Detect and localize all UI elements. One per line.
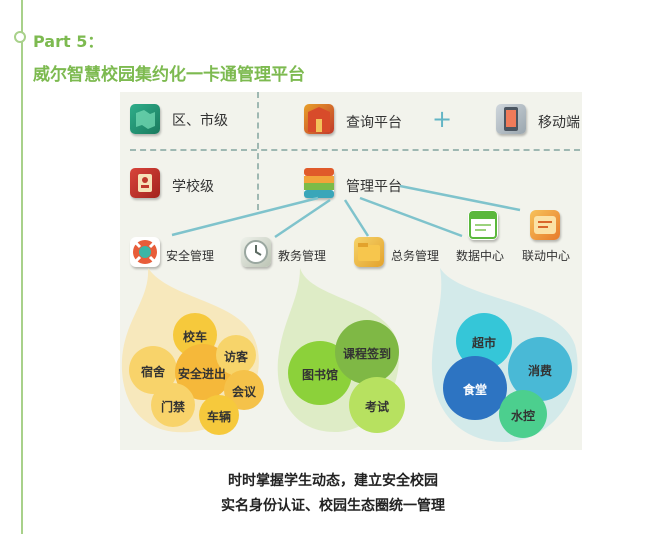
bubble-course-checkin — [335, 320, 399, 384]
module-data-center-label: 数据中心 — [456, 249, 505, 263]
data-board-icon — [468, 210, 498, 240]
bubble-label-course-checkin: 课程签到 — [343, 347, 392, 361]
bubble-visitor — [216, 335, 256, 375]
bubble-vehicle — [199, 395, 239, 435]
plus-sign: + — [432, 105, 453, 133]
bubble-label-school-bus: 校车 — [183, 330, 208, 344]
building-icon — [304, 104, 334, 134]
management-platform-label: 管理平台 — [346, 179, 402, 195]
bubble-meeting — [224, 370, 264, 410]
id-card-icon — [130, 168, 160, 198]
clock-icon — [241, 237, 271, 267]
bubble-canteen — [443, 356, 507, 420]
bubble-label-exam: 考试 — [365, 400, 390, 414]
left-rail — [21, 0, 23, 534]
module-academic-label: 教务管理 — [278, 249, 327, 263]
caption-line-2: 实名身份认证、校园生态圈统一管理 — [221, 498, 445, 514]
bubble-dormitory — [129, 346, 177, 394]
school-level-label: 学校级 — [172, 179, 214, 195]
map-icon — [130, 104, 160, 134]
bubble-label-supermarket: 超市 — [472, 336, 497, 350]
module-general-label: 总务管理 — [391, 249, 440, 263]
vertical-divider — [257, 92, 259, 210]
folder-icon — [354, 237, 384, 267]
module-safety-label: 安全管理 — [166, 249, 215, 263]
bubble-label-water-control: 水控 — [511, 409, 536, 423]
mobile-icon — [496, 104, 526, 134]
bubble-exam — [349, 377, 405, 433]
query-platform-label: 查询平台 — [346, 115, 402, 131]
bubble-label-library: 图书馆 — [302, 368, 339, 382]
lifebuoy-icon — [130, 237, 160, 267]
district-level-label: 区、市级 — [172, 113, 228, 129]
part-label: Part 5： — [33, 32, 104, 51]
stack-icon — [304, 168, 334, 198]
bubble-water-control — [499, 390, 547, 438]
page-title: 威尔智慧校园集约化一卡通管理平台 — [33, 65, 305, 85]
bubble-label-vehicle: 车辆 — [207, 410, 232, 424]
bubble-label-dormitory: 宿舍 — [141, 365, 166, 379]
linkage-icon — [530, 210, 560, 240]
horizontal-divider — [130, 149, 580, 151]
bubble-label-canteen: 食堂 — [463, 383, 488, 397]
bubble-label-consume: 消费 — [528, 364, 553, 378]
bubble-consume — [508, 337, 572, 401]
bubble-supermarket — [456, 313, 512, 369]
mobile-label: 移动端 — [538, 115, 580, 131]
module-linkage-center-label: 联动中心 — [522, 249, 571, 263]
bubble-label-door-access: 门禁 — [161, 400, 186, 414]
bubble-label-visitor: 访客 — [224, 350, 249, 364]
caption-line-1: 时时掌握学生动态，建立安全校园 — [228, 473, 438, 489]
bubble-label-safe-access: 安全进出 — [178, 367, 227, 381]
bubble-door-access — [151, 383, 195, 427]
rail-dot — [14, 31, 26, 43]
bubble-label-meeting: 会议 — [232, 385, 257, 399]
